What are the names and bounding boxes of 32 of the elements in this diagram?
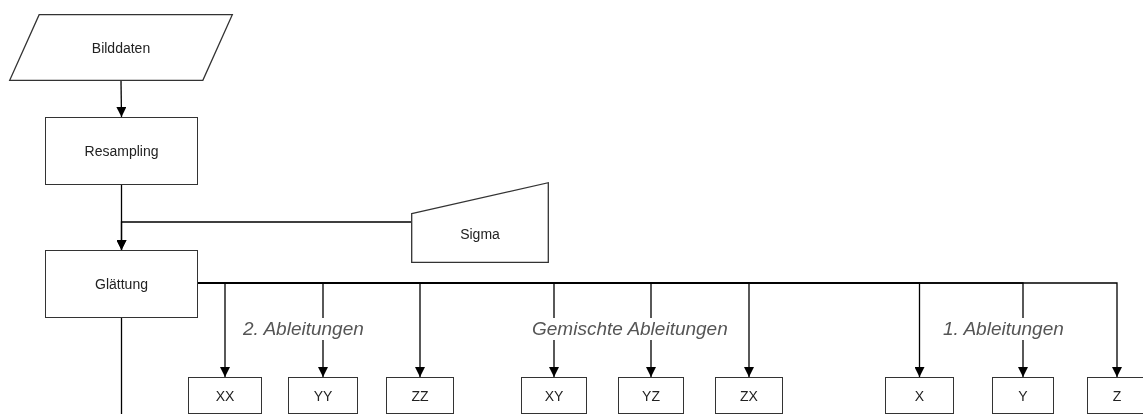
node-label: XX [215, 387, 235, 404]
arrow [116, 221, 412, 251]
process-box [521, 377, 587, 414]
node-label: ZZ [411, 387, 429, 404]
group-label: 2. Ableitungen [241, 318, 366, 340]
group-label: Gemischte Ableitungen [530, 318, 730, 340]
node-label: YZ [642, 387, 660, 404]
node-label: ZX [740, 387, 758, 404]
process-box [386, 377, 454, 414]
process-box [1087, 377, 1143, 414]
node-label: Glättung [95, 276, 148, 292]
node-label: Y [1018, 387, 1028, 404]
process-box [45, 250, 198, 318]
process-box [45, 117, 198, 185]
connector-line [120, 317, 123, 414]
node-label: YY [313, 387, 333, 404]
node-label: Bilddaten [91, 39, 151, 56]
process-box [885, 377, 954, 414]
process-box [188, 377, 262, 414]
process-box [288, 377, 358, 414]
process-box [618, 377, 684, 414]
arrow [116, 80, 127, 118]
group-label: 1. Ableitungen [941, 318, 1066, 340]
process-box [992, 377, 1054, 414]
node-label: XY [544, 387, 564, 404]
node-label: Resampling [84, 143, 159, 159]
process-box [715, 377, 783, 414]
input-parallelogram [9, 14, 233, 81]
node-label: Z [1112, 387, 1122, 404]
node-label: X [914, 387, 925, 404]
manual-input-shape [411, 182, 549, 263]
node-label: Sigma [460, 225, 500, 242]
